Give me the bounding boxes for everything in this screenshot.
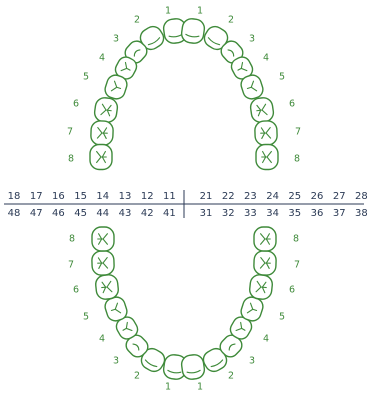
fdi-code-22: 22 <box>222 191 235 202</box>
lower-left-label-6: 6 <box>73 285 79 296</box>
upper-right-tooth-8[interactable] <box>256 145 278 170</box>
lower-left-tooth-8[interactable] <box>92 227 114 251</box>
upper-left-label-4: 4 <box>99 53 105 64</box>
fdi-code-36: 36 <box>311 208 324 219</box>
fdi-code-31: 31 <box>200 208 213 219</box>
upper-right-tooth-6[interactable] <box>249 97 274 124</box>
upper-left-label-5: 5 <box>83 72 89 83</box>
lower-right-label-3: 3 <box>249 356 255 367</box>
upper-left-tooth-6[interactable] <box>93 97 118 124</box>
upper-left-label-8: 8 <box>68 154 74 165</box>
fdi-code-46: 46 <box>52 208 65 219</box>
upper-right-label-7: 7 <box>295 127 301 138</box>
lower-right-label-6: 6 <box>289 285 295 296</box>
upper-right-label-2: 2 <box>228 15 234 26</box>
upper-left-label-2: 2 <box>134 15 140 26</box>
fdi-code-26: 26 <box>311 191 324 202</box>
lower-right-label-1: 1 <box>197 382 203 393</box>
fdi-code-47: 47 <box>30 208 43 219</box>
fdi-code-38: 38 <box>355 208 368 219</box>
lower-left-label-3: 3 <box>113 356 119 367</box>
fdi-code-15: 15 <box>74 191 87 202</box>
lower-right-label-7: 7 <box>294 260 300 271</box>
fdi-code-32: 32 <box>222 208 235 219</box>
lower-left-label-8: 8 <box>69 234 75 245</box>
lower-right-tooth-6[interactable] <box>249 274 273 300</box>
fdi-code-23: 23 <box>244 191 257 202</box>
upper-right-tooth-1[interactable] <box>180 18 205 45</box>
upper-left-label-6: 6 <box>73 99 79 110</box>
fdi-code-24: 24 <box>266 191 279 202</box>
fdi-code-11: 11 <box>163 191 176 202</box>
upper-left-label-7: 7 <box>67 127 73 138</box>
fdi-code-43: 43 <box>119 208 132 219</box>
lower-right-label-2: 2 <box>228 371 234 382</box>
fdi-code-18: 18 <box>8 191 21 202</box>
fdi-code-35: 35 <box>288 208 301 219</box>
lower-left-label-4: 4 <box>99 334 105 345</box>
upper-right-label-1: 1 <box>197 6 203 17</box>
upper-right-label-8: 8 <box>294 154 300 165</box>
fdi-code-12: 12 <box>141 191 154 202</box>
fdi-code-13: 13 <box>119 191 132 202</box>
lower-right-label-4: 4 <box>263 334 269 345</box>
fdi-code-21: 21 <box>200 191 213 202</box>
lower-left-label-2: 2 <box>134 371 140 382</box>
lower-right-tooth-7[interactable] <box>254 251 277 276</box>
fdi-code-27: 27 <box>333 191 346 202</box>
upper-left-label-3: 3 <box>113 34 119 45</box>
upper-left-tooth-7[interactable] <box>91 121 114 146</box>
lower-right-label-8: 8 <box>293 234 299 245</box>
lower-right-label-5: 5 <box>279 312 285 323</box>
upper-right-label-4: 4 <box>263 53 269 64</box>
fdi-code-42: 42 <box>141 208 154 219</box>
lower-right-tooth-8[interactable] <box>254 227 276 251</box>
lower-right-tooth-1[interactable] <box>180 354 205 381</box>
fdi-code-44: 44 <box>96 208 109 219</box>
fdi-code-45: 45 <box>74 208 87 219</box>
upper-right-label-5: 5 <box>279 72 285 83</box>
fdi-code-33: 33 <box>244 208 257 219</box>
fdi-code-16: 16 <box>52 191 65 202</box>
lower-left-tooth-6[interactable] <box>95 274 119 300</box>
lower-left-label-7: 7 <box>68 260 74 271</box>
fdi-code-25: 25 <box>288 191 301 202</box>
fdi-code-17: 17 <box>30 191 43 202</box>
fdi-code-table: 18 17 16 15 14 13 12 11 21 22 23 24 25 26 27 28 48 47 46 45… <box>4 190 368 219</box>
fdi-code-37: 37 <box>333 208 346 219</box>
fdi-code-41: 41 <box>163 208 176 219</box>
fdi-code-28: 28 <box>355 191 368 202</box>
upper-left-label-1: 1 <box>165 6 171 17</box>
tooth-outline <box>180 18 205 45</box>
upper-right-label-3: 3 <box>249 34 255 45</box>
upper-right-label-6: 6 <box>289 99 295 110</box>
fdi-code-34: 34 <box>266 208 279 219</box>
upper-right-tooth-7[interactable] <box>255 121 278 146</box>
fdi-code-14: 14 <box>96 191 109 202</box>
lower-left-label-1: 1 <box>165 382 171 393</box>
lower-left-tooth-7[interactable] <box>92 251 115 276</box>
tooth-outline <box>180 354 205 381</box>
lower-left-label-5: 5 <box>83 312 89 323</box>
upper-left-tooth-8[interactable] <box>90 145 112 170</box>
fdi-code-48: 48 <box>8 208 21 219</box>
